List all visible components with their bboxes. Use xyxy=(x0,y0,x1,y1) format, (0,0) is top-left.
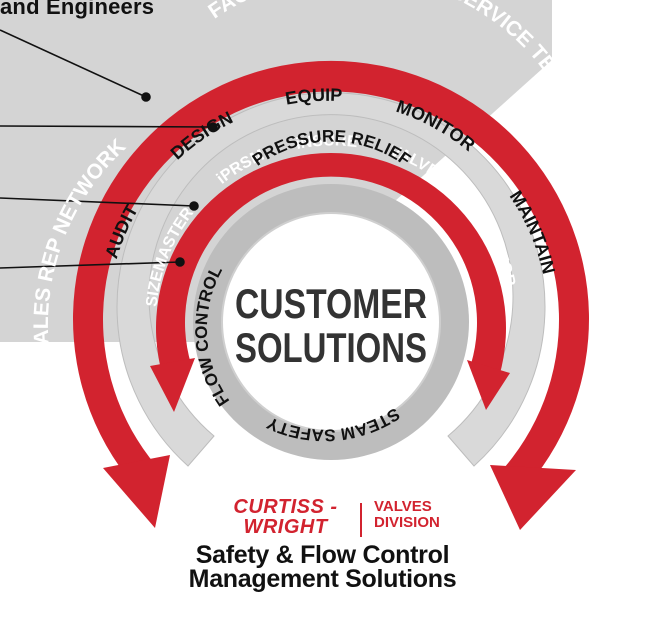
outer-red-ring xyxy=(73,60,589,496)
tagline: Safety & Flow Control Management Solutio… xyxy=(0,541,645,593)
callout-lines xyxy=(0,29,218,269)
center-disc-outline xyxy=(221,212,441,432)
middle-gray-ring xyxy=(116,92,546,467)
brand-name: CURTISS - WRIGHT xyxy=(218,497,353,537)
brand-division-line1: VALVES xyxy=(374,498,432,515)
tagline-line1: Safety & Flow Control xyxy=(195,541,450,569)
inner-right-arrowhead xyxy=(467,360,510,410)
outer-left-arrowhead xyxy=(103,455,170,528)
brand-division: VALVES DIVISION xyxy=(374,499,440,531)
brand-name-line1: CURTISS - xyxy=(233,496,338,518)
brand-division-line2: DIVISION xyxy=(374,514,440,531)
outer-right-arrowhead xyxy=(490,465,576,530)
tagline-line2: Management Solutions xyxy=(188,565,457,593)
center-title-line1: CUSTOMER xyxy=(235,280,427,327)
inner-left-arrowhead xyxy=(150,358,195,412)
brand-divider xyxy=(360,503,362,537)
curtiss-wright-logo: CURTISS - WRIGHT VALVES DIVISION xyxy=(200,497,450,543)
label-insure: iNSURE xyxy=(294,132,358,153)
label-equip: EQUIP xyxy=(284,85,343,109)
panel-title: and Engineers xyxy=(0,0,155,19)
brand-name-line2: WRIGHT xyxy=(243,516,328,538)
center-title-line2: SOLUTIONS xyxy=(235,324,427,371)
